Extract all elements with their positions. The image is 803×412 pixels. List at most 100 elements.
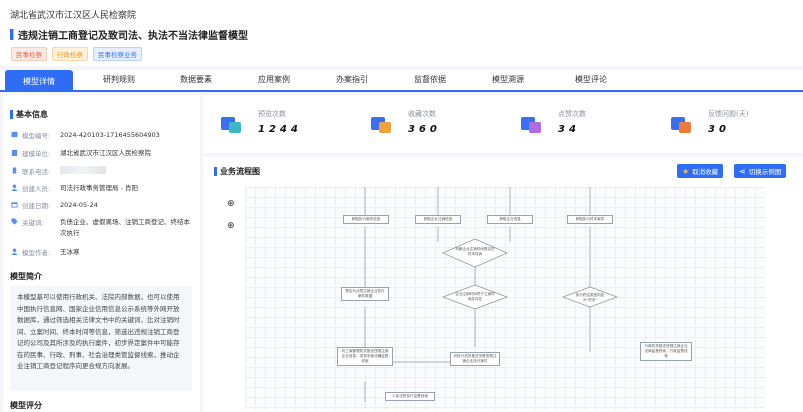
star-icon: ★ [682, 166, 690, 176]
tab-model-details[interactable]: 模型详情 [5, 70, 73, 92]
tag-list: 民事检察 行政检察 民事检察业务 [11, 47, 142, 61]
unfavorite-button[interactable]: ★ 取消收藏 [677, 164, 724, 178]
tab-guide[interactable]: 办案指引 [336, 75, 368, 84]
flow-node[interactable]: 获取执行终本案件 [567, 215, 613, 224]
info-label: 联系电话: [22, 168, 51, 176]
info-label: 创建人员: [22, 185, 51, 193]
section-accent [10, 110, 13, 119]
basic-info-title: 基本信息 [16, 110, 48, 119]
author-icon [11, 248, 18, 255]
tab-cases[interactable]: 应用案例 [258, 75, 290, 84]
tab-bar: 模型详情 研判规则 数据要素 应用案例 办案指引 监督依据 模型溯源 模型评论 [0, 70, 803, 92]
decision-diamond [561, 286, 619, 308]
info-value: 2024-420103-1716455604903 [60, 131, 160, 139]
model-title: 违规注销工商登记及致司法、执法不当法律监督模型 [10, 27, 248, 42]
stat-value: 30 [708, 124, 730, 135]
flow-panel: 业务流程图 ★ 取消收藏 ⋖ 切换示例图 ⊕ ⊕ [203, 157, 803, 412]
flow-heading: 业务流程图 [214, 166, 260, 177]
unfavorite-label: 取消收藏 [692, 168, 719, 176]
switch-view-label: 切换示例图 [748, 168, 782, 176]
feedback-icon [671, 117, 691, 133]
tab-data-elements[interactable]: 数据要素 [180, 75, 212, 84]
flow-canvas[interactable]: 获取执行案件信息 获取企业注销信息 获取企业信息 获取执行终本案件 判断企业注销… [245, 187, 765, 409]
info-label: 关键词: [22, 219, 44, 227]
left-panel: 基本信息 模型编号: 2024-420103-1716455604903 建模单… [3, 95, 200, 412]
info-row-phone: 联系电话: [11, 166, 106, 176]
flow-node[interactable]: 是否为法院注销企业执行案件数据 [341, 287, 389, 301]
stat-value: 1244 [258, 124, 302, 135]
decision-diamond [442, 238, 508, 268]
basic-info-heading: 基本信息 [10, 109, 48, 120]
org-name: 湖北省武汉市江汉区人民检察院 [10, 11, 137, 21]
tag-civil-business[interactable]: 民事检察业务 [93, 47, 142, 61]
flow-decision-label: 执行终结类型判定为"终本" [575, 293, 605, 302]
intro-title: 模型简介 [10, 272, 42, 281]
intro-text: 本模型基可以使用行政机关、法院内部数据，也可以使用中国执行信息网、国家企业信用信… [10, 286, 192, 391]
tab-origin[interactable]: 模型溯源 [492, 75, 524, 84]
flow-connectors [364, 187, 619, 402]
info-label: 创建日期: [22, 202, 51, 210]
rating-heading: 模型评分 [10, 400, 42, 411]
info-value: 负债企业、虚假离场、注销工商登记、终结本次执行 [60, 218, 190, 237]
switch-view-button[interactable]: ⋖ 切换示例图 [734, 164, 787, 178]
stat-feedback: 反馈问题(天) 30 [653, 95, 803, 153]
phone-redacted [60, 166, 106, 174]
tag-civil[interactable]: 民事检察 [11, 47, 47, 61]
flow-node[interactable]: 向工商管理机关推送违规注销企业信息，发现本案涉嫌监督线索 [337, 347, 393, 366]
info-label: 模型作者: [22, 249, 51, 257]
model-title-text: 违规注销工商登记及致司法、执法不当法律监督模型 [18, 31, 248, 42]
zoom-in-icon[interactable]: ⊕ [227, 199, 235, 209]
stats-panel: 预览次数 1244 收藏次数 360 点赞次数 34 反馈问题(天) 30 [203, 95, 803, 153]
info-row-creator: 创建人员: 司法行政事务管理局 - 肖阳 [11, 183, 138, 194]
id-icon [11, 131, 18, 138]
flow-node[interactable]: 人民法院执行监督线索 [385, 392, 435, 401]
stat-favorite: 收藏次数 360 [353, 95, 503, 153]
info-label: 建模单位: [22, 150, 51, 158]
tag-icon [11, 218, 18, 225]
info-value: 湖北省武汉市江汉区人民检察院 [60, 149, 151, 157]
zoom-out-icon[interactable]: ⊕ [227, 221, 235, 231]
tab-rules[interactable]: 研判规则 [103, 75, 135, 84]
flow-title: 业务流程图 [220, 167, 260, 176]
stat-label: 反馈问题(天) [708, 110, 749, 118]
flow-decision-label: 企业注销时间早于立案时间并存在 [455, 292, 495, 301]
stat-browse: 预览次数 1244 [203, 95, 353, 153]
info-value: 王冰寒 [60, 248, 80, 256]
info-row-id: 模型编号: 2024-420103-1716455604903 [11, 130, 160, 141]
info-value: 司法行政事务管理局 - 肖阳 [60, 184, 138, 192]
stat-label: 点赞次数 [558, 110, 586, 118]
building-icon [11, 149, 18, 156]
phone-icon [12, 167, 17, 174]
intro-heading: 模型简介 [10, 271, 42, 282]
section-accent [214, 167, 217, 176]
rating-title: 模型评分 [10, 401, 42, 410]
flow-node[interactable]: 获取执行案件信息 [343, 215, 389, 224]
tab-basis[interactable]: 监督依据 [414, 75, 446, 84]
browse-icon [221, 117, 241, 133]
flow-node[interactable]: 获取企业注销信息 [415, 215, 461, 224]
page-header: 湖北省武汉市江汉区人民检察院 违规注销工商登记及致司法、执法不当法律监督模型 民… [0, 0, 803, 66]
info-label: 模型编号: [22, 132, 51, 140]
info-row-date: 创建日期: 2024-05-24 [11, 200, 98, 211]
tab-comments[interactable]: 模型评论 [575, 75, 607, 84]
info-value: 2024-05-24 [60, 201, 98, 209]
person-icon [11, 184, 18, 191]
flow-node[interactable]: 获取企业信息 [487, 215, 533, 224]
flow-node[interactable]: 向执行机关推送关联违规注销企业执行案件 [450, 352, 500, 366]
stat-download: 点赞次数 34 [503, 95, 653, 153]
stat-label: 收藏次数 [408, 110, 436, 118]
stat-value: 34 [558, 124, 580, 135]
stat-label: 预览次数 [258, 110, 286, 118]
download-icon [521, 117, 541, 133]
title-accent [10, 29, 14, 40]
flow-node[interactable]: 行政机关推送违规注销企业法律监督线索，行政监督线索 [640, 342, 692, 361]
tag-admin[interactable]: 行政检察 [52, 47, 88, 61]
flow-decision-label: 判断企业注销时间是否在终本时间 [455, 247, 495, 256]
stat-value: 360 [408, 124, 441, 135]
calendar-icon [11, 202, 18, 208]
info-row-keywords: 关键词: 负债企业、虚假离场、注销工商登记、终结本次执行 [11, 217, 194, 239]
info-row-author: 模型作者: 王冰寒 [11, 247, 80, 258]
share-icon: ⋖ [739, 166, 746, 176]
info-row-unit: 建模单位: 湖北省武汉市江汉区人民检察院 [11, 148, 151, 159]
favorite-icon [371, 117, 391, 133]
